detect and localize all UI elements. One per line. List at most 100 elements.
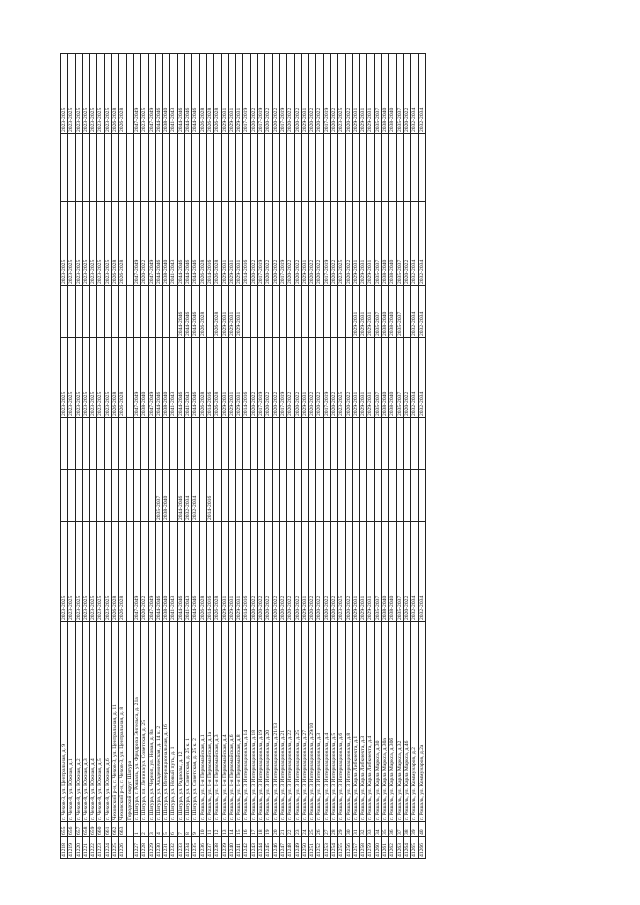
period-cell <box>250 285 258 338</box>
address-cell: г. Рошаль, ул. Карла Маркса, д.46 <box>403 621 411 822</box>
period-cell: 2038-2040 <box>388 337 397 418</box>
period-cell: 2044-2046 <box>177 285 185 338</box>
period-cell: 2029-2031 <box>221 285 229 338</box>
period-cell: 2035-2037 <box>155 469 163 522</box>
period-cell: 2029-2031 <box>366 521 375 622</box>
period-cell <box>323 285 331 338</box>
period-cell: 2047-2049 <box>133 53 141 134</box>
code-cell: 41266 <box>418 836 426 859</box>
period-cell <box>111 285 119 338</box>
period-cell <box>323 469 331 522</box>
address-cell: г. Шатура, г. Рошаль, ул. Фридриха Энгел… <box>133 621 141 822</box>
period-cell: 2035-2037 <box>396 337 404 418</box>
period-cell: 2029-2031 <box>228 337 236 418</box>
code-cell: 41231 <box>162 836 170 859</box>
period-cell: 2041-2043 <box>169 201 178 286</box>
period-cell <box>96 285 105 338</box>
address-cell: г. Шатура, ул. Советская, д. 25 к. 2 <box>191 621 200 822</box>
period-cell: 2029-2031 <box>228 285 236 338</box>
code-cell: 41245 <box>264 836 273 859</box>
period-cell: 2020-2022 <box>264 201 273 286</box>
period-cell: 2023-2025 <box>104 53 112 134</box>
period-cell <box>155 133 163 202</box>
period-cell <box>272 133 280 202</box>
period-cell: 2023-2025 <box>60 201 68 286</box>
address-cell: г. Рошаль, ул. 1-я Первомайская, д.1а <box>206 621 214 822</box>
period-cell: 2020-2022 <box>403 201 411 286</box>
period-cell <box>257 285 265 338</box>
period-cell <box>330 469 338 522</box>
number-cell: 30 <box>345 821 353 837</box>
number-cell: 3 <box>148 821 156 837</box>
period-cell <box>359 469 367 522</box>
period-cell: 2035-2037 <box>396 521 404 622</box>
period-cell <box>250 469 258 522</box>
period-cell: 2020-2022 <box>250 53 258 134</box>
period-cell: 2014-2016 <box>242 201 251 286</box>
period-cell <box>315 417 324 470</box>
period-cell <box>133 133 141 202</box>
period-cell <box>257 469 265 522</box>
period-cell <box>177 133 185 202</box>
period-cell <box>206 417 214 470</box>
address-cell: г. Рошаль, ул. Карла Либкнехта, д.3 <box>359 621 367 822</box>
period-cell <box>162 285 170 338</box>
period-cell <box>242 469 251 522</box>
period-cell: 2020-2022 <box>294 201 302 286</box>
period-cell <box>374 469 382 522</box>
period-cell <box>206 133 214 202</box>
period-cell <box>301 417 309 470</box>
period-cell <box>213 469 222 522</box>
address-cell: г. Чехов-8, ул. Южная, д.4 <box>89 621 97 822</box>
number-cell: 33 <box>366 821 375 837</box>
code-cell: 41222 <box>89 836 97 859</box>
number-cell: 17 <box>250 821 258 837</box>
code-cell: 41259 <box>366 836 375 859</box>
number-cell: 4 <box>155 821 163 837</box>
code-cell: 41228 <box>140 836 149 859</box>
address-cell: г. Рошаль, ул. Карла Либкнехта, д.4 <box>366 621 375 822</box>
period-cell <box>148 133 156 202</box>
number-cell: 12 <box>213 821 222 837</box>
period-cell: 2047-2049 <box>148 53 156 134</box>
period-cell: 2038-2040 <box>162 469 170 522</box>
period-cell: 2032-2034 <box>410 201 419 286</box>
period-cell: 2029-2031 <box>235 521 243 622</box>
period-cell: 2014-2016 <box>242 337 251 418</box>
period-cell: 2026-2028 <box>111 53 119 134</box>
period-cell <box>403 417 411 470</box>
period-cell <box>162 133 170 202</box>
number-cell: 13 <box>221 821 229 837</box>
period-cell: 2032-2034 <box>418 201 426 286</box>
code-cell: 41253 <box>323 836 331 859</box>
period-cell <box>104 133 112 202</box>
period-cell: 2020-2022 <box>286 521 294 622</box>
period-cell: 2038-2040 <box>381 337 389 418</box>
code-cell: 41257 <box>352 836 360 859</box>
period-cell <box>359 133 367 202</box>
period-cell <box>75 469 83 522</box>
period-cell <box>410 133 419 202</box>
period-cell: 2029-2031 <box>366 53 375 134</box>
period-cell <box>118 469 127 522</box>
period-cell: 2017-2019 <box>279 337 287 418</box>
period-cell <box>242 417 251 470</box>
address-cell: г. Рошаль, ул. 3 Интернационала, д.18 <box>250 621 258 822</box>
code-cell: 41244 <box>257 836 265 859</box>
period-cell: 2038-2040 <box>381 521 389 622</box>
period-cell <box>308 133 316 202</box>
code-cell: 41242 <box>242 836 251 859</box>
period-cell: 2032-2034 <box>410 521 419 622</box>
period-cell <box>213 417 222 470</box>
number-cell: 38 <box>403 821 411 837</box>
period-cell <box>337 469 346 522</box>
address-cell: г. Рошаль, ул. Карла Маркса, д.30б <box>388 621 397 822</box>
period-cell <box>272 285 280 338</box>
